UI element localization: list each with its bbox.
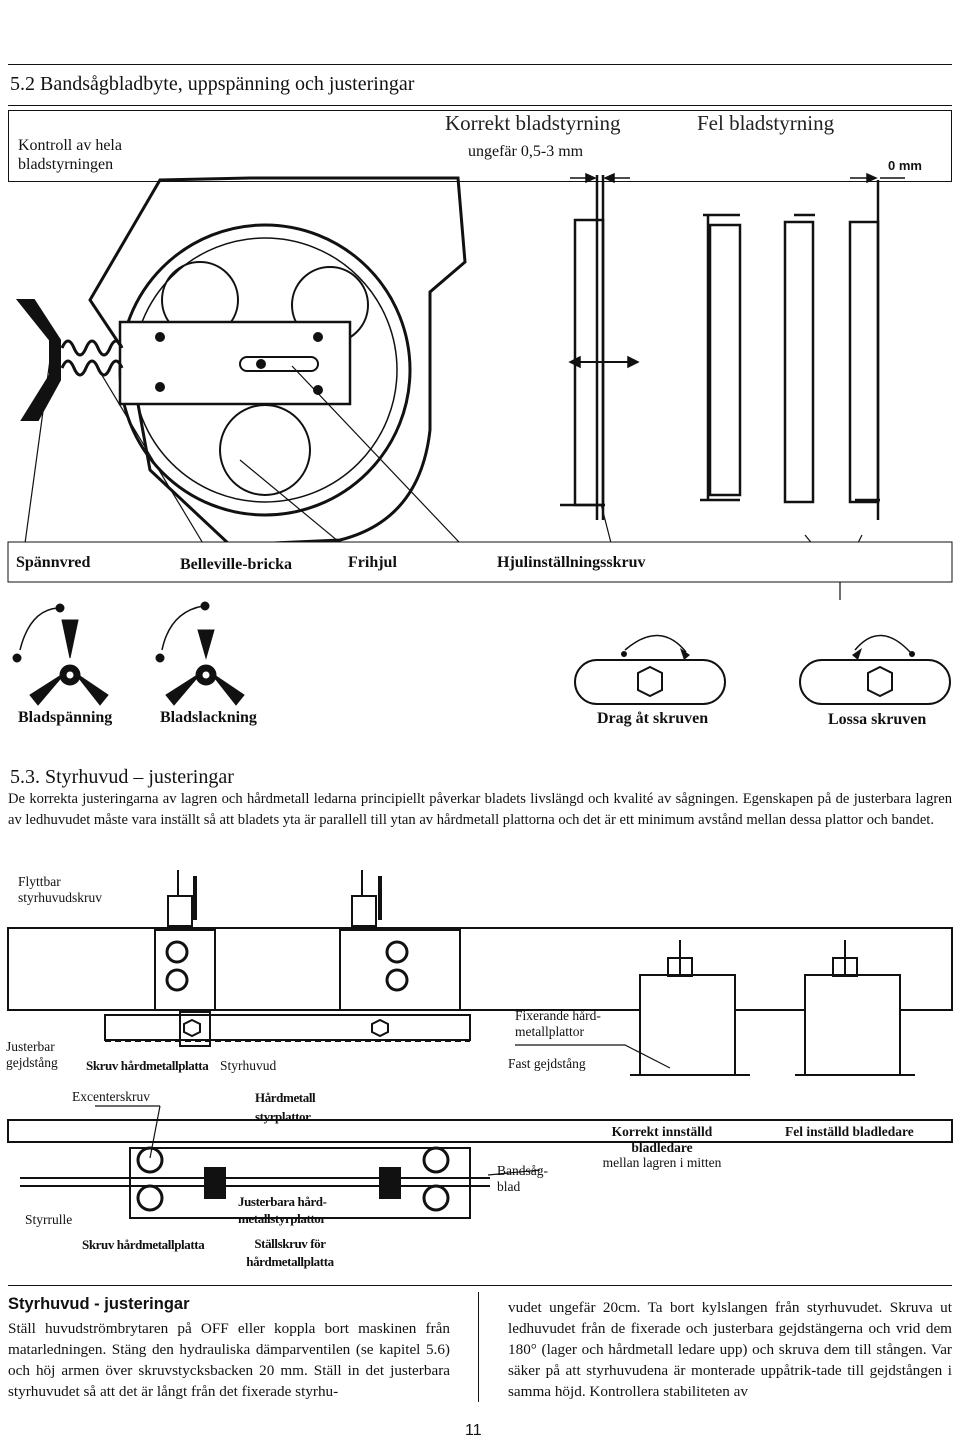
label-0mm: 0 mm (888, 158, 922, 173)
label-stallskruv: Ställskruv för hårdmetallplatta (246, 1236, 334, 1269)
label-kontroll: Kontroll av hela bladstyrningen (18, 137, 122, 173)
top-rule (8, 64, 952, 65)
section-title-5-3: 5.3. Styrhuvud – justeringar (10, 766, 234, 788)
bottom-left-text: Ställ huvudströmbrytaren på OFF eller ko… (8, 1320, 450, 1400)
label-bladslackning: Bladslackning (160, 709, 257, 726)
label-hardmetall-styrplattor: Hårdmetall styrplattor (255, 1090, 316, 1124)
label-bladspanning: Bladspänning (18, 709, 113, 726)
section-title-5-2: 5.2 Bandsågbladbyte, uppspänning och jus… (10, 73, 415, 95)
guide-head-diagram (7, 870, 953, 1219)
label-bandsagblad: Bandsåg-blad (497, 1163, 548, 1194)
section-5-3-paragraph: De korrekta justeringarna av lagren och … (8, 791, 952, 828)
label-skruv-hardmetallplatta-1: Skruv hårdmetallplatta (86, 1058, 209, 1073)
callout-spannvred: Spännvred (16, 554, 91, 571)
label-drag-at-skruven: Drag åt skruven (597, 710, 709, 727)
label-skruv-hardmetallplatta-2: Skruv hårdmetallplatta (82, 1237, 205, 1252)
page-number: 11 (465, 1422, 482, 1439)
bottom-rule (8, 1285, 952, 1286)
label-mellan-lagren: mellan lagren i mitten (602, 1155, 722, 1170)
knob-screw-diagram (12, 601, 951, 706)
label-ungefar: ungefär 0,5-3 mm (468, 143, 584, 160)
label-justerbara-hardmetallstyrplattor: Justerbara hård-metallstyrplattor (238, 1194, 327, 1226)
label-fast-gejdstang: Fast gejdstång (508, 1056, 586, 1071)
label-fel-installd: Fel inställd bladledare (785, 1124, 914, 1139)
bottom-heading: Styrhuvud - justeringar (8, 1295, 190, 1313)
label-korrekt-innstalld: Korrekt innställd bladledare (611, 1124, 713, 1155)
label-styrrulle: Styrrulle (25, 1212, 73, 1227)
label-fixerande: Fixerande hård-metallplattor (515, 1008, 601, 1039)
column-divider (478, 1292, 479, 1402)
callout-hjulinstallningsskruv: Hjulinställningsskruv (497, 554, 646, 571)
title-rule (8, 105, 952, 106)
callout-belleville: Belleville-bricka (180, 556, 292, 573)
label-styrhuvud: Styrhuvud (220, 1058, 277, 1073)
label-excenterskruv: Excenterskruv (72, 1089, 150, 1104)
label-fel-bladstyrning: Fel bladstyrning (697, 111, 835, 135)
label-flyttbar: Flyttbar styrhuvudskruv (18, 874, 102, 905)
label-lossa-skruven: Lossa skruven (828, 711, 927, 728)
header-boxes (8, 110, 952, 182)
label-korrekt-bladstyrning: Korrekt bladstyrning (445, 111, 621, 135)
bandsaw-head-diagram (7, 172, 953, 600)
bottom-right-text: vudet ungefär 20cm. Ta bort kylslangen f… (508, 1299, 952, 1400)
label-justerbar-gejdstang: Justerbar gejdstång (6, 1039, 58, 1070)
callout-frihjul: Frihjul (348, 554, 397, 571)
